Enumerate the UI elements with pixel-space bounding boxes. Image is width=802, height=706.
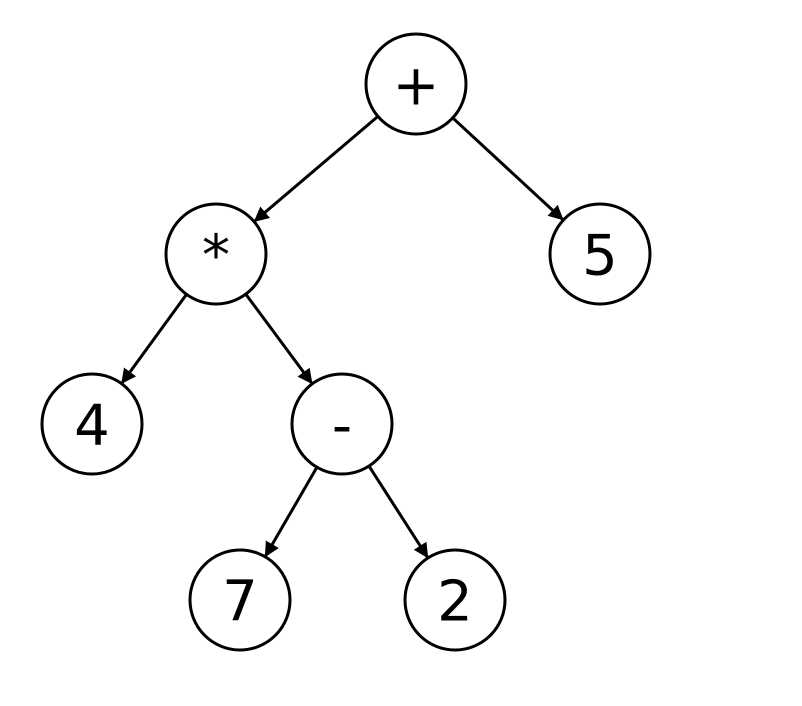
edge-plus-five: [451, 116, 564, 221]
node-plus: +: [364, 32, 468, 136]
node-five: 5: [548, 202, 652, 306]
node-two-label: 2: [437, 570, 473, 635]
node-five-label: 5: [582, 224, 618, 289]
edge-minus-seven: [264, 466, 319, 558]
node-plus-label: +: [393, 54, 440, 119]
node-minus-circle: [290, 372, 394, 476]
edge-times-four: [120, 293, 188, 385]
node-two-circle: [403, 548, 507, 652]
node-seven: 7: [188, 548, 292, 652]
node-four: 4: [40, 372, 144, 476]
edge-times-minus: [244, 293, 313, 385]
node-seven-label: 7: [222, 570, 258, 635]
node-times-label: *: [202, 224, 230, 289]
node-times-circle: [164, 202, 268, 306]
node-times: *: [164, 202, 268, 306]
node-seven-circle: [188, 548, 292, 652]
node-five-circle: [548, 202, 652, 306]
node-four-circle: [40, 372, 144, 476]
node-four-label: 4: [74, 394, 110, 459]
node-minus-label: -: [332, 394, 352, 459]
node-minus: -: [290, 372, 394, 476]
edge-minus-two: [367, 465, 429, 559]
edges-group: [120, 115, 564, 559]
nodes-group: + * 5 4 - 7 2: [40, 32, 652, 652]
node-plus-circle: [364, 32, 468, 136]
node-two: 2: [403, 548, 507, 652]
edge-plus-times: [253, 115, 379, 223]
